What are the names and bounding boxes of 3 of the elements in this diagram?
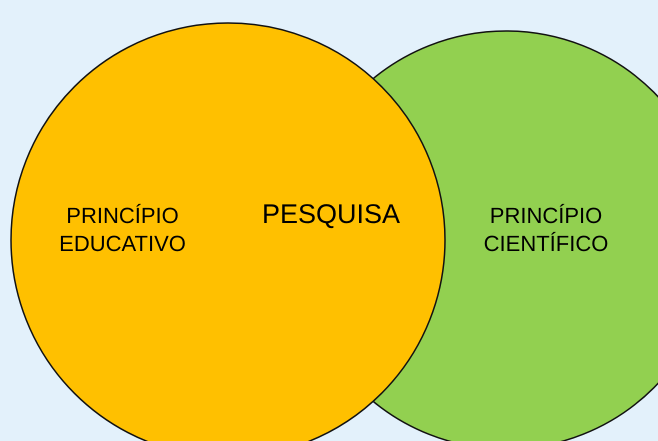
overlap-label: PESQUISA [262, 198, 400, 231]
circle-label: PRINCÍPIO EDUCATIVO [58, 202, 187, 257]
circle-label: PRINCÍPIO CIENTÍFICO [482, 202, 610, 257]
